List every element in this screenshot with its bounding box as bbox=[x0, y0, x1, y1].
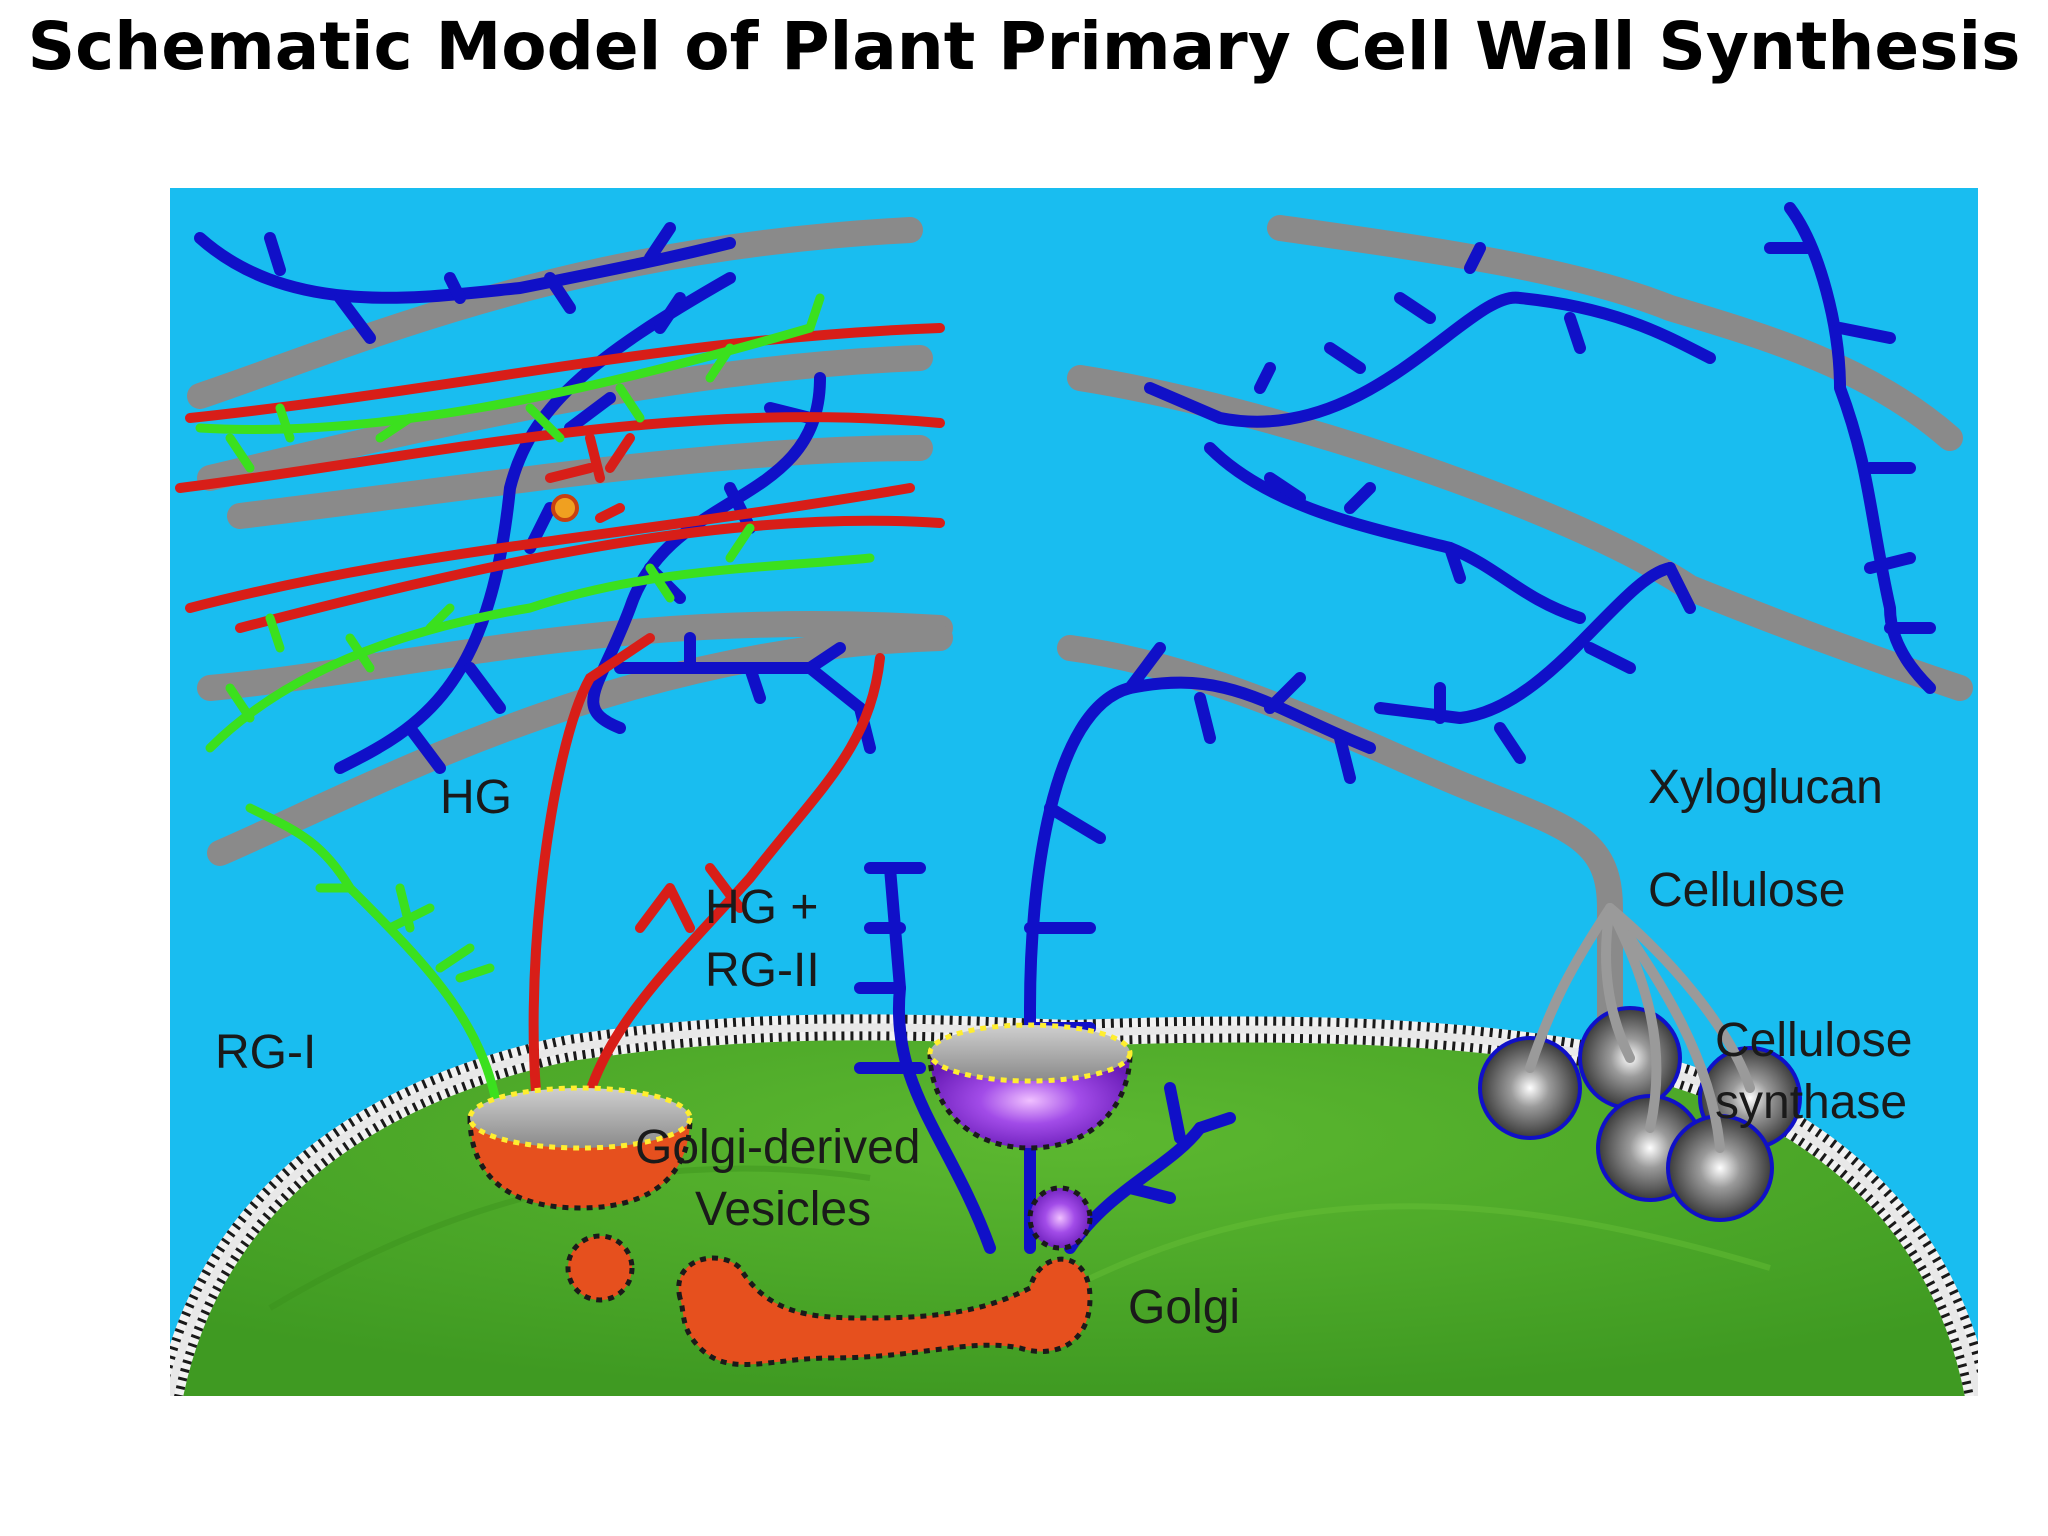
label-xyloglucan: Xyloglucan bbox=[1648, 761, 1883, 814]
label-hg-rg2-line1: HG + bbox=[705, 881, 818, 934]
xyloglucan-vesicle-fusion bbox=[927, 1022, 1133, 1151]
label-cellulose: Cellulose bbox=[1648, 864, 1845, 917]
diagram-labels: HG HG + RG-II RG-I Golgi-derived Vesicle… bbox=[215, 761, 1912, 1334]
label-cellulose-synthase-line2: synthase bbox=[1715, 1076, 1907, 1129]
slide-title: Schematic Model of Plant Primary Cell Wa… bbox=[27, 8, 2021, 85]
label-golgi: Golgi bbox=[1128, 1281, 1240, 1334]
label-rg-i: RG-I bbox=[215, 1026, 316, 1079]
cell-wall-diagram: HG HG + RG-II RG-I Golgi-derived Vesicle… bbox=[170, 188, 1978, 1396]
hg-vesicle-fusion bbox=[467, 1085, 693, 1211]
label-hg-rg2-line2: RG-II bbox=[705, 944, 820, 997]
cellulose-microfibrils bbox=[187, 215, 1973, 1071]
cellulose-synthase-complex bbox=[1478, 903, 1802, 1222]
golgi-vesicle-purple bbox=[1027, 1185, 1093, 1251]
label-hg: HG bbox=[440, 771, 512, 824]
label-cellulose-synthase-line1: Cellulose bbox=[1715, 1014, 1912, 1067]
label-golgi-vesicles-line1: Golgi-derived bbox=[635, 1121, 920, 1174]
label-golgi-vesicles-line2: Vesicles bbox=[695, 1183, 871, 1236]
rg-i-chains bbox=[195, 293, 875, 1133]
golgi-vesicle-orange bbox=[565, 1233, 635, 1303]
hg-chains bbox=[175, 323, 945, 1143]
diagram-canvas: HG HG + RG-II RG-I Golgi-derived Vesicle… bbox=[170, 188, 1978, 1396]
calcium-ion bbox=[551, 494, 579, 522]
golgi-apparatus bbox=[676, 1255, 1093, 1367]
